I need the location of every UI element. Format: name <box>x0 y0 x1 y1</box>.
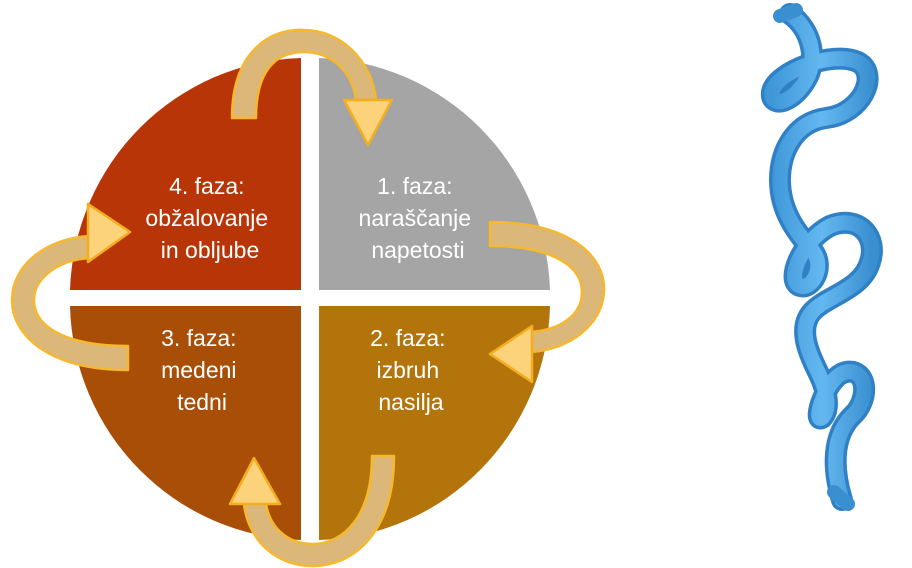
arrow-phase-4-to-1 <box>230 28 394 147</box>
phase-4-label: 4. faza: obžalovanje in obljube <box>145 173 274 263</box>
ribbon-decoration <box>761 3 883 511</box>
arrow-phase-1-to-2 <box>488 220 606 384</box>
phase-3-label: 3. faza: medeni tedni <box>161 325 243 415</box>
arrow-phase-2-to-3 <box>228 454 396 568</box>
phase-2-label: 2. faza: izbruh nasilja <box>370 325 452 415</box>
phase-1-label: 1. faza: naraščanje napetosti <box>359 173 478 263</box>
arrow-phase-3-to-4 <box>10 202 132 372</box>
